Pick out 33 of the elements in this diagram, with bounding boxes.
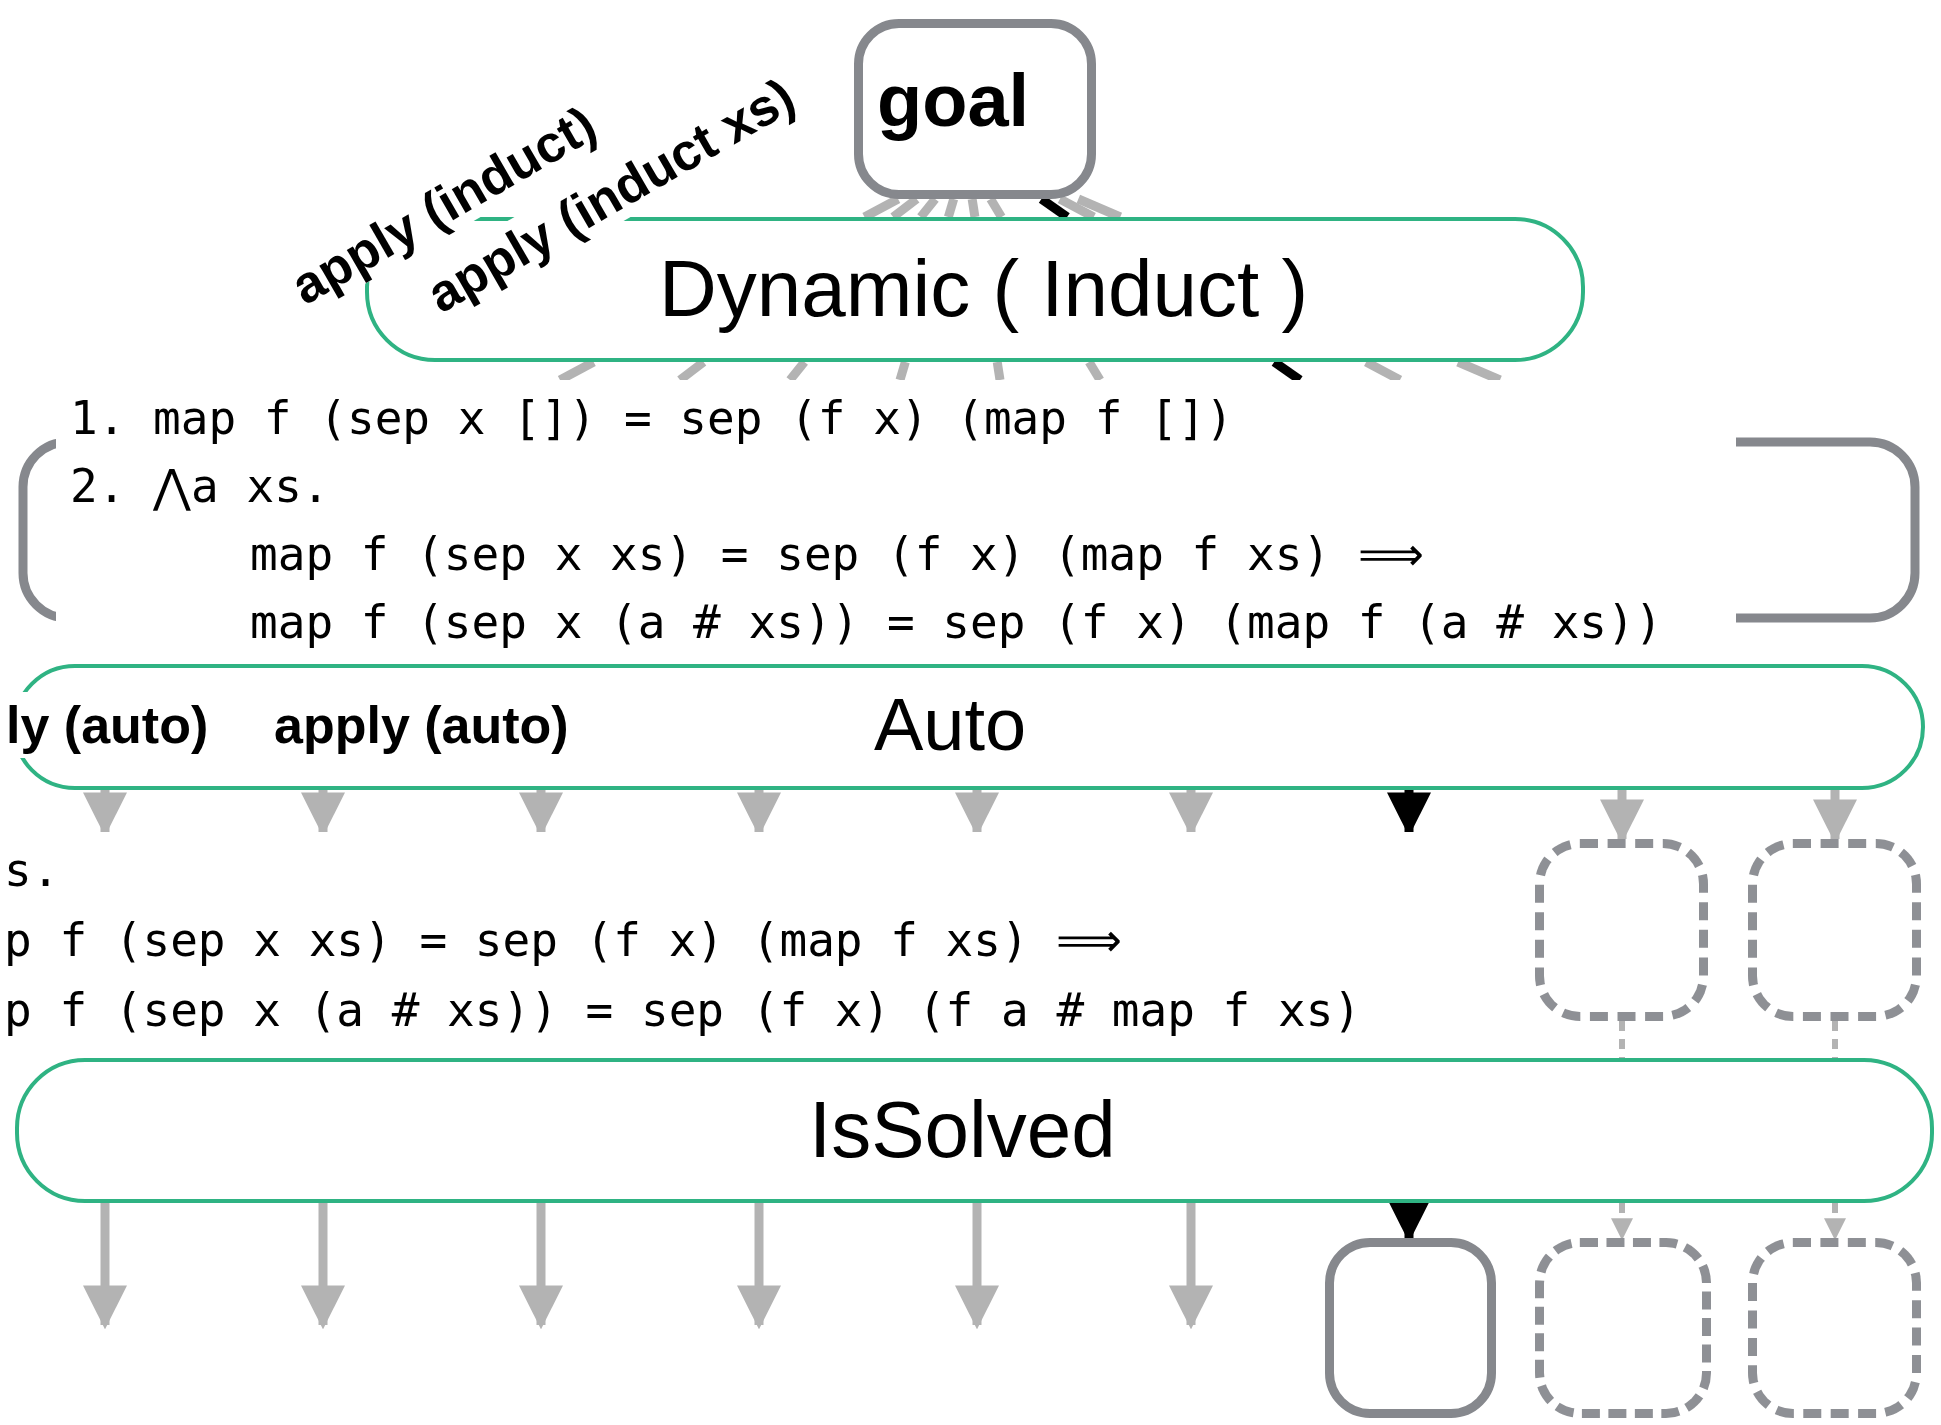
node-label: goal	[877, 58, 1030, 144]
code-line: 1. map f (sep x []) = sep (f x) (map f [])	[70, 390, 1234, 447]
connector-line	[1832, 1021, 1838, 1058]
arrow	[1611, 1203, 1633, 1241]
connector-line	[786, 359, 808, 383]
band-label: Auto	[874, 682, 1027, 768]
code-line: 2. ⋀a xs.	[70, 458, 330, 515]
code-line: map f (sep x (a # xs)) = sep (f x) (map f (a # xs))	[250, 594, 1663, 651]
connector-line	[1619, 1021, 1625, 1058]
connector-line	[895, 360, 910, 382]
tactic-label: ly (auto)	[6, 692, 209, 758]
arrow	[955, 1203, 999, 1330]
code-line: s.	[4, 842, 60, 899]
connector-line	[917, 196, 939, 220]
connector-line	[986, 196, 1006, 220]
code-line: p f (sep x (a # xs)) = sep (f x) (f a # map f xs)	[4, 982, 1362, 1039]
code-line: p f (sep x xs) = sep (f x) (map f xs) ⟹	[4, 912, 1123, 969]
arrow	[519, 1203, 563, 1330]
connector-line	[944, 197, 958, 219]
state-box	[1535, 1238, 1711, 1418]
arrow	[301, 1203, 345, 1330]
arrow	[737, 1203, 781, 1330]
tactic-label: apply (auto)	[274, 695, 569, 756]
state-box	[1325, 1238, 1496, 1418]
connector-line	[992, 361, 1005, 381]
connector-line	[967, 198, 980, 218]
band-label: IsSolved	[809, 1084, 1116, 1176]
code-line: map f (sep x xs) = sep (f x) (map f xs) ⟹	[250, 526, 1424, 583]
connector-line	[1085, 359, 1104, 383]
arrow	[1169, 1203, 1213, 1330]
goal-box	[854, 19, 1096, 199]
arrow	[1824, 1203, 1846, 1241]
arrow	[83, 1203, 127, 1330]
